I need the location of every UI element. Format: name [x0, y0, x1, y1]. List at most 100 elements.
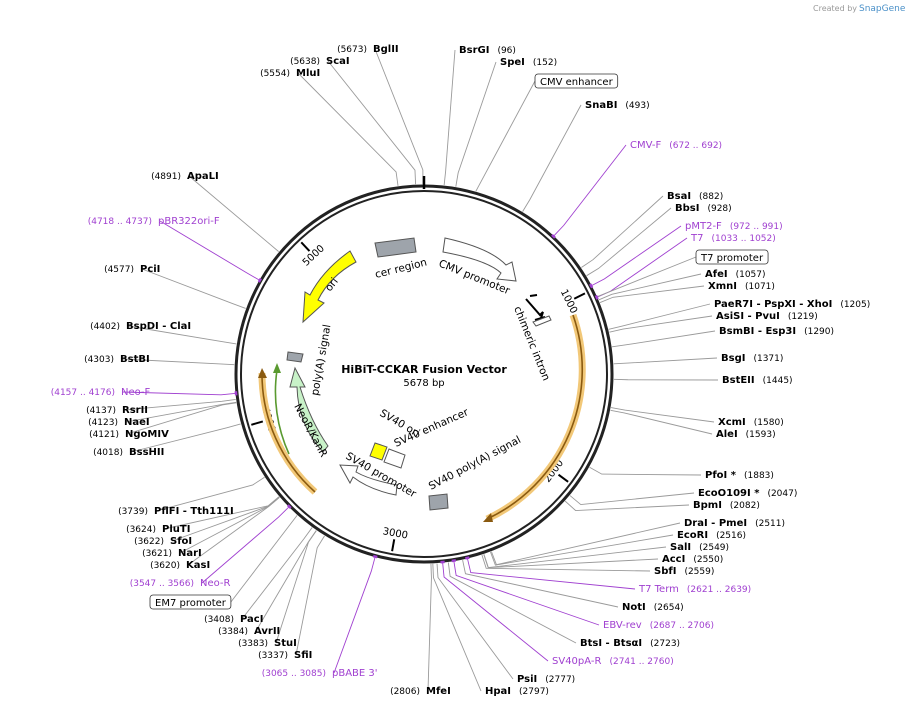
feature-callout[interactable]: CMV enhancer	[534, 73, 619, 89]
enzyme-site-label[interactable]: AccI(2550)	[662, 554, 723, 565]
site-name: SbfI	[654, 566, 676, 577]
primer-label[interactable]: Neo-R(3547 .. 3566)	[130, 578, 231, 589]
sv40-polya-feature[interactable]	[428, 493, 449, 511]
enzyme-site-label[interactable]: BstBI(4303)	[84, 354, 150, 365]
enzyme-site-label[interactable]: PfoI *(1883)	[705, 470, 774, 481]
leader-line	[333, 557, 376, 674]
sv40-polya-label: SV40 poly(A) signal	[427, 434, 523, 493]
primer-label[interactable]: EBV-rev(2687 .. 2706)	[603, 620, 714, 631]
neor-kanr-feature[interactable]	[289, 366, 329, 453]
leader-line	[295, 535, 325, 656]
cer-region-feature[interactable]	[374, 237, 417, 258]
cmv-promoter-feature[interactable]	[442, 237, 517, 282]
feature-callout[interactable]: EM7 promoter	[149, 594, 232, 610]
enzyme-site-label[interactable]: RsrII(4137)	[86, 405, 148, 416]
enzyme-site-label[interactable]: BpmI(2082)	[693, 500, 760, 511]
feature-callout-text: EM7 promoter	[155, 598, 227, 609]
enzyme-site-label[interactable]: PluTI(3624)	[126, 524, 190, 535]
enzyme-site-label[interactable]: SbfI(2559)	[654, 566, 714, 577]
enzyme-site-label[interactable]: AsiSI - PvuI(1219)	[716, 311, 818, 322]
site-name: Neo-R	[200, 578, 231, 589]
site-name: ApaLI	[187, 171, 219, 182]
enzyme-site-label[interactable]: BsgI(1371)	[721, 353, 783, 364]
sv40-promoter-feature[interactable]	[339, 464, 398, 496]
site-position: (4121)	[89, 430, 119, 440]
tick-label-1000: 1000	[558, 288, 579, 316]
enzyme-site-label[interactable]: BstEII(1445)	[722, 375, 793, 386]
enzyme-site-label[interactable]: SalI(2549)	[670, 542, 729, 553]
enzyme-site-label[interactable]: MfeI(2806)	[390, 686, 451, 697]
enzyme-site-label[interactable]: EcoO109I *(2047)	[698, 488, 797, 499]
enzyme-site-label[interactable]: BtsI - BtsαI(2723)	[580, 638, 680, 649]
site-name: KasI	[186, 560, 210, 571]
enzyme-site-label[interactable]: BssHII(4018)	[93, 447, 164, 458]
site-position: (2621 .. 2639)	[687, 585, 751, 595]
enzyme-site-label[interactable]: StuI(3383)	[238, 638, 297, 649]
enzyme-site-label[interactable]: XcmI(1580)	[718, 417, 784, 428]
enzyme-site-label[interactable]: XmnI(1071)	[708, 281, 775, 292]
site-name: BsrGI	[459, 45, 489, 56]
site-position: (5638)	[290, 57, 320, 67]
enzyme-site-label[interactable]: PacI(3408)	[204, 614, 263, 625]
enzyme-site-label[interactable]: SpeI(152)	[500, 57, 557, 68]
chimeric-intron-label: chimeric intron	[511, 305, 552, 383]
enzyme-site-label[interactable]: SnaBI(493)	[585, 100, 650, 111]
enzyme-site-label[interactable]: BspDI - ClaI(4402)	[90, 321, 191, 332]
enzyme-site-label[interactable]: AfeI(1057)	[705, 269, 766, 280]
enzyme-site-label[interactable]: PsiI(2777)	[517, 674, 575, 685]
primer-label[interactable]: Neo-F(4157 .. 4176)	[51, 387, 151, 398]
primer-label[interactable]: pBR322ori-F(4718 .. 4737)	[88, 216, 220, 227]
tick-mark-5000	[300, 241, 311, 252]
credit-brand[interactable]: SnapGene	[859, 4, 906, 14]
feature-callout[interactable]: T7 promoter	[695, 249, 769, 265]
primer-mark	[594, 294, 599, 300]
site-position: (2511)	[755, 519, 785, 529]
site-position: (493)	[625, 101, 649, 111]
enzyme-site-label[interactable]: NotI(2654)	[622, 602, 684, 613]
orf-arc-cckar-line	[486, 314, 584, 520]
enzyme-site-label[interactable]: PaeR7I - PspXI - XhoI(1205)	[714, 299, 870, 310]
enzyme-site-label[interactable]: PflFI - Tth111I(3739)	[118, 506, 234, 517]
enzyme-site-label[interactable]: SfoI(3622)	[134, 536, 192, 547]
enzyme-site-label[interactable]: NgoMIV(4121)	[89, 429, 169, 440]
leader-line	[610, 407, 715, 423]
enzyme-site-label[interactable]: HpaI(2797)	[485, 686, 549, 697]
enzyme-site-label[interactable]: BglII(5673)	[337, 44, 399, 55]
polya-feature[interactable]	[286, 351, 304, 363]
enzyme-site-label[interactable]: BsmBI - Esp3I(1290)	[719, 326, 834, 337]
enzyme-site-label[interactable]: NarI(3621)	[142, 548, 202, 559]
sv40-ori-feature[interactable]	[369, 442, 388, 461]
enzyme-site-label[interactable]: KasI(3620)	[150, 560, 210, 571]
site-name: PluTI	[162, 524, 190, 535]
primer-label[interactable]: pMT2-F(972 .. 991)	[685, 221, 783, 232]
enzyme-site-label[interactable]: EcoRI(2516)	[677, 530, 746, 541]
primer-label[interactable]: pBABE 3'(3065 .. 3085)	[262, 668, 378, 679]
site-position: (928)	[707, 204, 731, 214]
primer-label[interactable]: T7(1033 .. 1052)	[690, 233, 776, 244]
sv40-enhancer-feature[interactable]	[383, 448, 406, 469]
site-position: (1290)	[804, 327, 834, 337]
enzyme-site-label[interactable]: ScaI(5638)	[290, 56, 350, 67]
enzyme-site-label[interactable]: ApaLI(4891)	[151, 171, 219, 182]
site-name: BsaI	[667, 191, 691, 202]
enzyme-site-label[interactable]: BsaI(882)	[667, 191, 723, 202]
enzyme-site-label[interactable]: BbsI(928)	[675, 203, 732, 214]
enzyme-site-label[interactable]: PciI(4577)	[104, 264, 160, 275]
enzyme-site-label[interactable]: MluI(5554)	[260, 68, 320, 79]
site-name: SfoI	[170, 536, 192, 547]
enzyme-site-label[interactable]: AvrII(3384)	[218, 626, 280, 637]
primer-label[interactable]: T7 Term(2621 .. 2639)	[638, 584, 751, 595]
site-position: (4157 .. 4176)	[51, 388, 115, 398]
chimeric-intron-feature[interactable]	[525, 294, 546, 321]
enzyme-site-label[interactable]: SfiI(3337)	[258, 650, 312, 661]
enzyme-site-label[interactable]: AleI(1593)	[716, 429, 776, 440]
ori-feature[interactable]	[302, 250, 357, 324]
enzyme-site-label[interactable]: NaeI(4123)	[88, 417, 150, 428]
site-position: (2550)	[693, 555, 723, 565]
enzyme-site-label[interactable]: BsrGI(96)	[459, 45, 516, 56]
site-name: EcoRI	[677, 530, 708, 541]
site-position: (5554)	[260, 69, 290, 79]
enzyme-site-label[interactable]: DraI - PmeI(2511)	[684, 518, 785, 529]
primer-label[interactable]: CMV-F(672 .. 692)	[630, 140, 722, 151]
primer-label[interactable]: SV40pA-R(2741 .. 2760)	[552, 656, 674, 667]
